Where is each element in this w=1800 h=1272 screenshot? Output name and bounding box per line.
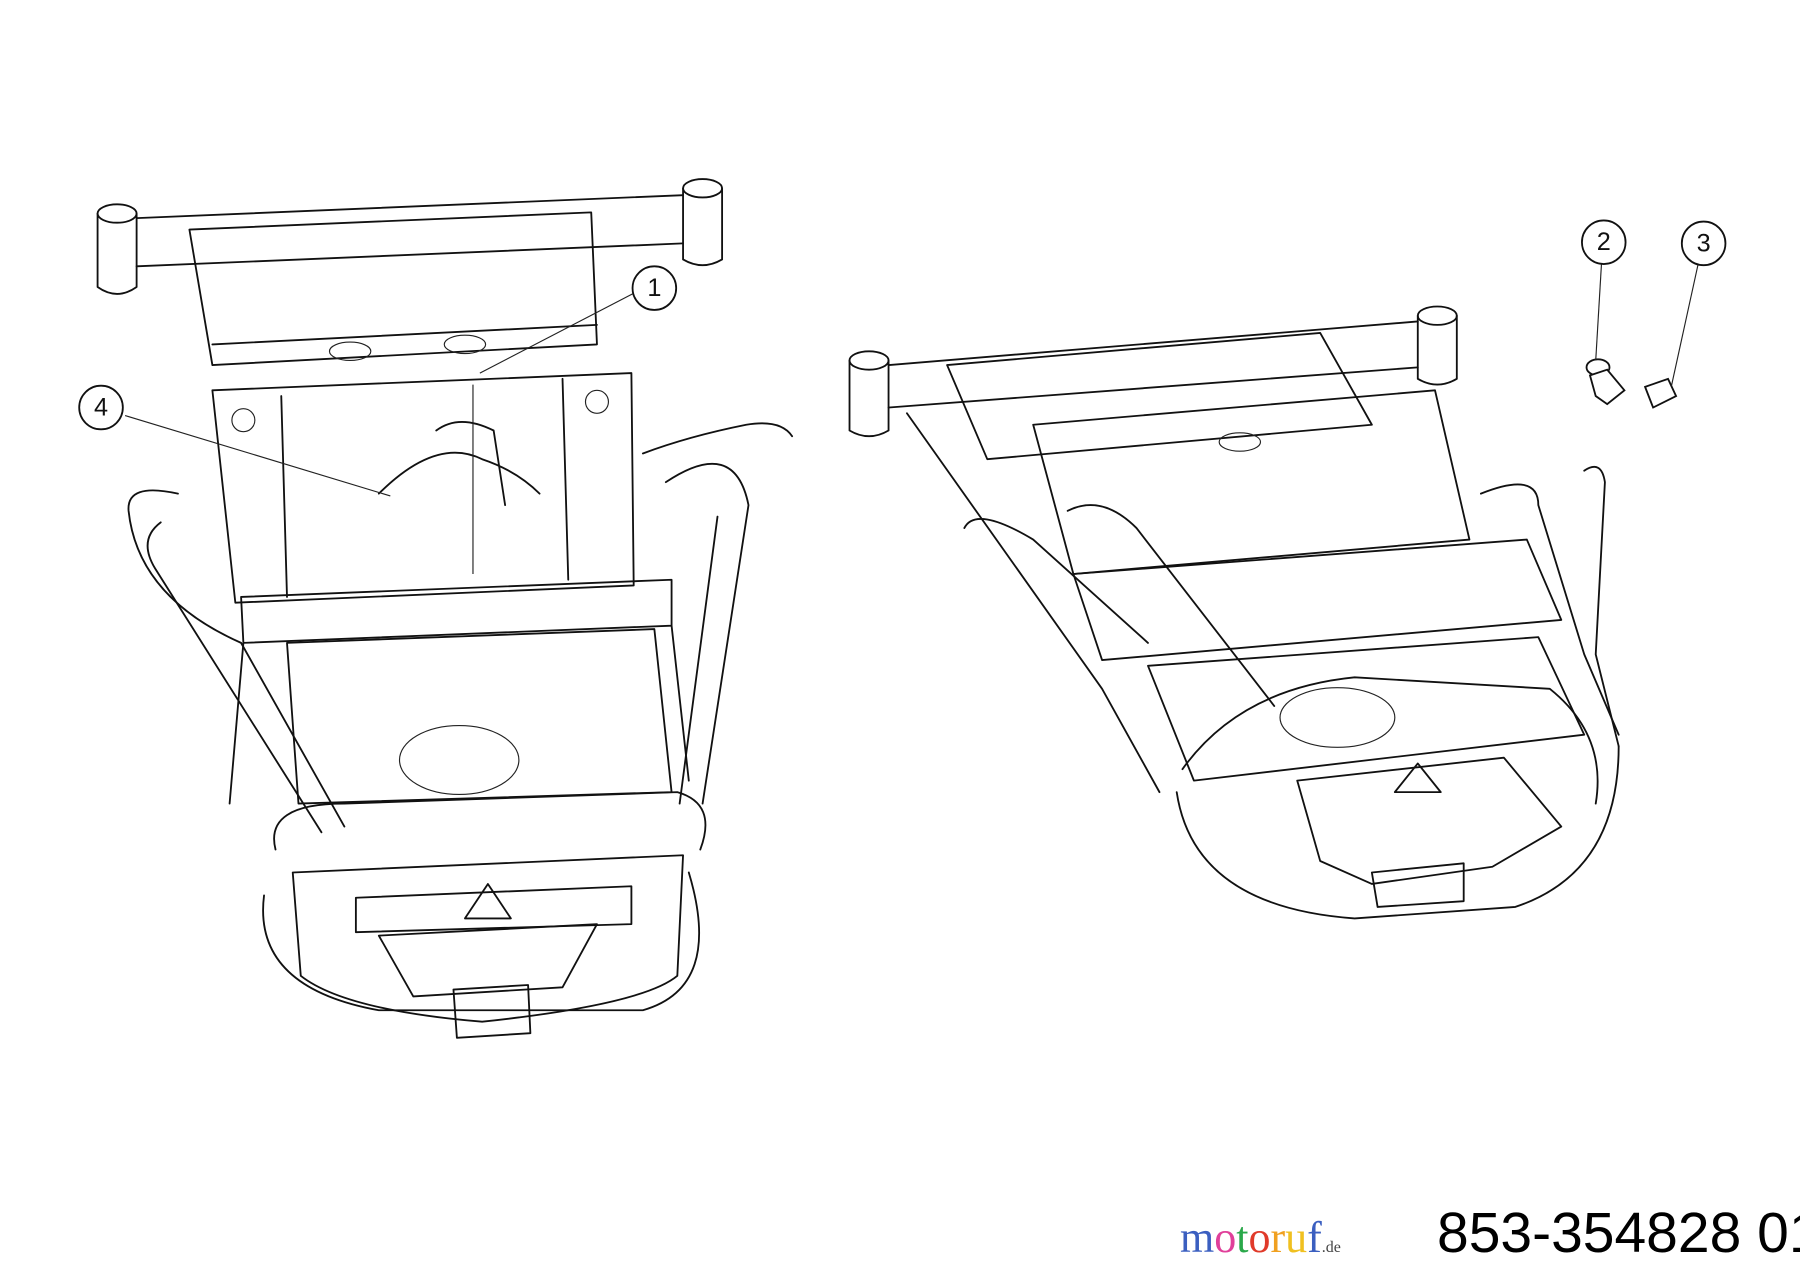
watermark-letter: o [1214, 1213, 1237, 1262]
svg-text:1: 1 [647, 274, 661, 302]
callout-4: 4 [78, 384, 124, 431]
right-mower-frame [848, 305, 1620, 920]
callout-3: 3 [1680, 220, 1727, 267]
diagram-part-number: 853-354828 01 [1437, 1201, 1800, 1265]
watermark-letter: o [1248, 1213, 1271, 1262]
watermark-logo: motoruf.de [1180, 1212, 1341, 1263]
leader-lines [124, 264, 1699, 497]
svg-text:4: 4 [94, 394, 108, 422]
watermark-suffix: .de [1321, 1239, 1341, 1256]
watermark-letter: m [1180, 1213, 1215, 1262]
loose-parts [1585, 358, 1678, 409]
watermark-letter: r [1270, 1213, 1286, 1262]
callout-1: 1 [631, 265, 678, 311]
callout-2: 2 [1581, 219, 1627, 265]
watermark-letter: u [1285, 1213, 1308, 1262]
svg-text:3: 3 [1697, 229, 1711, 257]
watermark-letter: t [1236, 1213, 1249, 1262]
svg-text:2: 2 [1597, 228, 1611, 256]
watermark-letter: f [1307, 1213, 1322, 1262]
left-mower-frame [96, 178, 794, 1039]
